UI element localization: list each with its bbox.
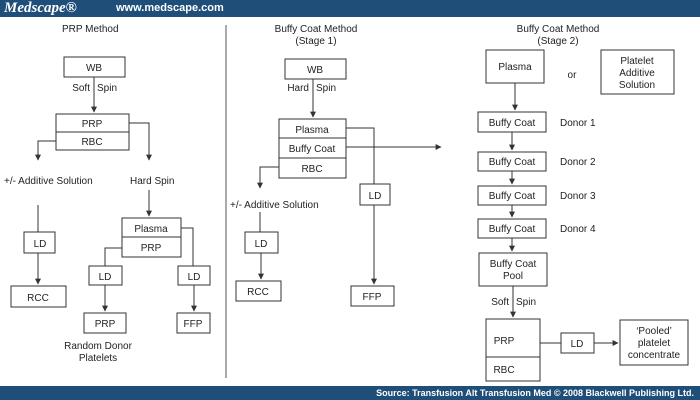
stage1-wb-label: WB	[307, 65, 323, 76]
arrow-prp-hardspin	[129, 122, 152, 161]
stage1-title-line1: Buffy Coat Method	[275, 24, 358, 35]
arrow-rbc-additive	[35, 140, 56, 161]
stage1-title-line2: (Stage 1)	[295, 36, 336, 47]
stage2-rbc-label: RBC	[493, 365, 514, 376]
buffy-coat-label-4: Buffy Coat	[489, 224, 536, 235]
stage1-rbc-box	[278, 157, 347, 179]
stage1-hard-label: Hard	[287, 83, 309, 94]
random-donor-line1: Random Donor	[64, 341, 132, 352]
stage1-ld-right-label: LD	[369, 191, 382, 202]
stage2-spin-label: Spin	[516, 297, 536, 308]
arrow-rbc-additive2	[257, 166, 279, 189]
prp-out-label: PRP	[95, 319, 116, 330]
prp-method-title: PRP Method	[62, 24, 119, 35]
prp-prp2-box	[121, 236, 182, 258]
prp-ffp-box	[176, 312, 211, 334]
stage2-soft-label: Soft	[491, 297, 509, 308]
stage1-wb-box	[284, 58, 347, 80]
line-plasma-ldb	[181, 227, 194, 266]
buffy-pool-line2: Pool	[503, 271, 523, 282]
prp-rcc-label: RCC	[27, 293, 49, 304]
stage1-buffy-label: Buffy Coat	[289, 144, 336, 155]
prp-ld-b-label: LD	[188, 272, 201, 283]
prp-ld-left-label: LD	[34, 239, 47, 250]
random-donor-line2: Platelets	[79, 353, 117, 364]
buffy-pool-line1: Buffy Coat	[490, 259, 537, 270]
prp-prp2-label: PRP	[141, 243, 162, 254]
prp-ffp-label: FFP	[184, 319, 203, 330]
prp-hardspin-label: Hard Spin	[130, 176, 174, 187]
prp-prp-label: PRP	[82, 119, 103, 130]
prp-wb-label: WB	[86, 63, 102, 74]
line-prp2-lda	[104, 247, 122, 266]
medscape-logo: Medscape®	[4, 0, 77, 16]
prp-rcc-box	[10, 285, 67, 308]
stage2-title-line2: (Stage 2)	[537, 36, 578, 47]
buffy-pool-box	[478, 252, 548, 287]
buffy-coat-label-3: Buffy Coat	[489, 191, 536, 202]
pooled-line2: platelet	[638, 338, 670, 349]
header-url[interactable]: www.medscape.com	[116, 2, 224, 14]
prp-ld-left-box	[23, 231, 56, 254]
stage2-ld-label: LD	[571, 339, 584, 350]
prp-ld-a-label: LD	[99, 272, 112, 283]
stage2-plasma-label: Plasma	[498, 62, 532, 73]
line-plasma-ld	[346, 127, 375, 184]
donor-label-2: Donor 2	[560, 157, 596, 168]
stage2-additive-line1: Platelet	[620, 56, 654, 67]
stage1-rcc-label: RCC	[247, 287, 269, 298]
stage2-or-label: or	[568, 70, 578, 81]
stage1-rcc-box	[235, 280, 282, 302]
stage2-plasma-box	[485, 49, 545, 84]
prp-rbc-label: RBC	[81, 137, 102, 148]
stage1-ffp-box	[350, 285, 395, 307]
stage2-rbc-box	[485, 356, 541, 382]
buffy-coat-label-2: Buffy Coat	[489, 157, 536, 168]
prp-spin-label: Spin	[97, 83, 117, 94]
prp-soft-label: Soft	[72, 83, 90, 94]
stage1-rbc-label: RBC	[301, 164, 322, 175]
pooled-line1: ‘Pooled’	[636, 326, 672, 337]
prp-plasma-label: Plasma	[134, 224, 168, 235]
pooled-box	[619, 319, 689, 366]
prp-out-box	[83, 312, 127, 334]
stage1-ld-right-box	[359, 183, 391, 206]
stage1-ffp-label: FFP	[363, 292, 382, 303]
stage2-prp-box	[485, 318, 541, 358]
stage2-additive-box	[600, 49, 675, 95]
stage2-additive-line3: Solution	[619, 80, 655, 91]
pooled-line3: concentrate	[628, 350, 681, 361]
stage1-additive-label: +/- Additive Solution	[230, 200, 319, 211]
stage2-prp-label: PRP	[494, 336, 515, 347]
donor-label-3: Donor 3	[560, 191, 596, 202]
stage1-plasma-label: Plasma	[295, 125, 329, 136]
footer-bar: Source: Transfusion Alt Transfusion Med …	[0, 386, 700, 400]
buffy-coat-label-1: Buffy Coat	[489, 118, 536, 129]
prp-additive-label: +/- Additive Solution	[4, 176, 93, 187]
donor-label-4: Donor 4	[560, 224, 596, 235]
donor-label-1: Donor 1	[560, 118, 596, 129]
stage2-additive-line2: Additive	[619, 68, 655, 79]
stage2-title-line1: Buffy Coat Method	[517, 24, 600, 35]
header-bar: Medscape® www.medscape.com	[0, 0, 700, 17]
source-credit: Source: Transfusion Alt Transfusion Med …	[376, 388, 694, 398]
stage1-spin-label: Spin	[316, 83, 336, 94]
stage1-ld-left-label: LD	[255, 239, 268, 250]
